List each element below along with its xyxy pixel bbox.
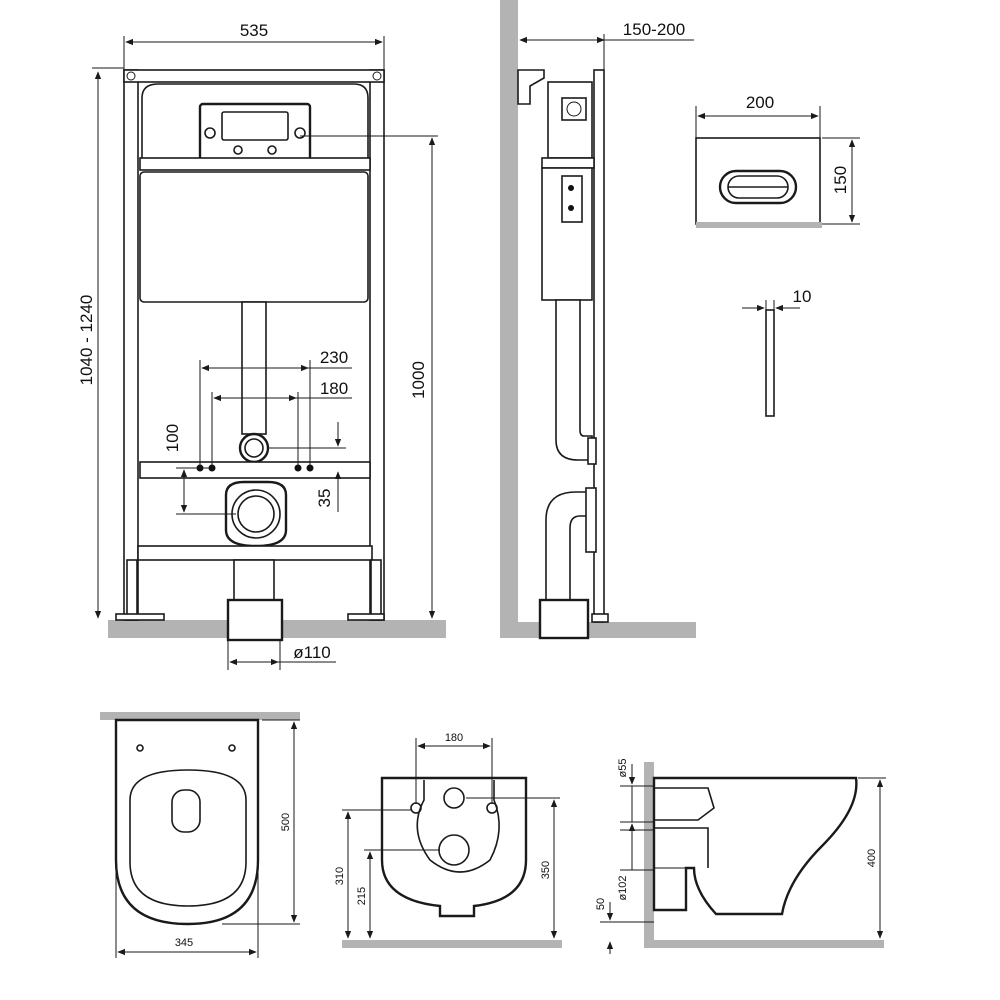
bowl-back-view: 180 310 215 350 (334, 732, 562, 948)
pipe-diameter-label: ø110 (293, 643, 331, 662)
side-view: 150-200 (500, 0, 696, 640)
bowl-top-view: 500 345 (100, 712, 300, 958)
bowl-spacing-180-label: 180 (445, 732, 463, 744)
height-350-label: 350 (540, 861, 552, 879)
bowl-length-500-label: 500 (280, 813, 292, 831)
plate-width-200-label: 200 (746, 93, 774, 112)
height-400-label: 400 (866, 849, 878, 867)
front-view: 535 1040 - 1240 1000 230 180 100 35 ø110 (77, 21, 446, 670)
flush-plate: 200 150 10 (695, 93, 860, 417)
offset-50-label: 50 (595, 898, 607, 910)
bowl-side-view: ø55 ø102 50 400 (595, 759, 886, 954)
diameter-55-label: ø55 (617, 759, 629, 778)
mounting-crossbar (139, 461, 371, 479)
plate-height-150-label: 150 (831, 166, 850, 194)
height-100-label: 100 (163, 424, 182, 452)
outlet-elbow (224, 480, 288, 548)
spacing-230-label: 230 (320, 348, 348, 367)
spacing-180-label: 180 (320, 379, 348, 398)
bowl-width-345-label: 345 (175, 937, 193, 949)
lower-crossbar (137, 545, 373, 561)
side-wall (500, 0, 518, 638)
diameter-102-label: ø102 (617, 875, 629, 900)
height-35-label: 35 (315, 489, 334, 508)
plate-thickness-10-label: 10 (793, 287, 812, 306)
side-floor (500, 622, 696, 638)
cistern-body (139, 171, 369, 303)
height-1040-1240-label: 1040 - 1240 (77, 295, 96, 386)
height-215-label: 215 (356, 887, 368, 905)
cistern-top (139, 83, 371, 171)
height-310-label: 310 (334, 867, 346, 885)
frame-uprights (123, 69, 385, 621)
frame-legs (115, 559, 385, 621)
depth-150-200-label: 150-200 (623, 20, 685, 39)
width-535-label: 535 (240, 21, 268, 40)
height-1000-label: 1000 (409, 361, 428, 399)
drain-pipe (226, 559, 284, 642)
downpipe (238, 301, 270, 464)
